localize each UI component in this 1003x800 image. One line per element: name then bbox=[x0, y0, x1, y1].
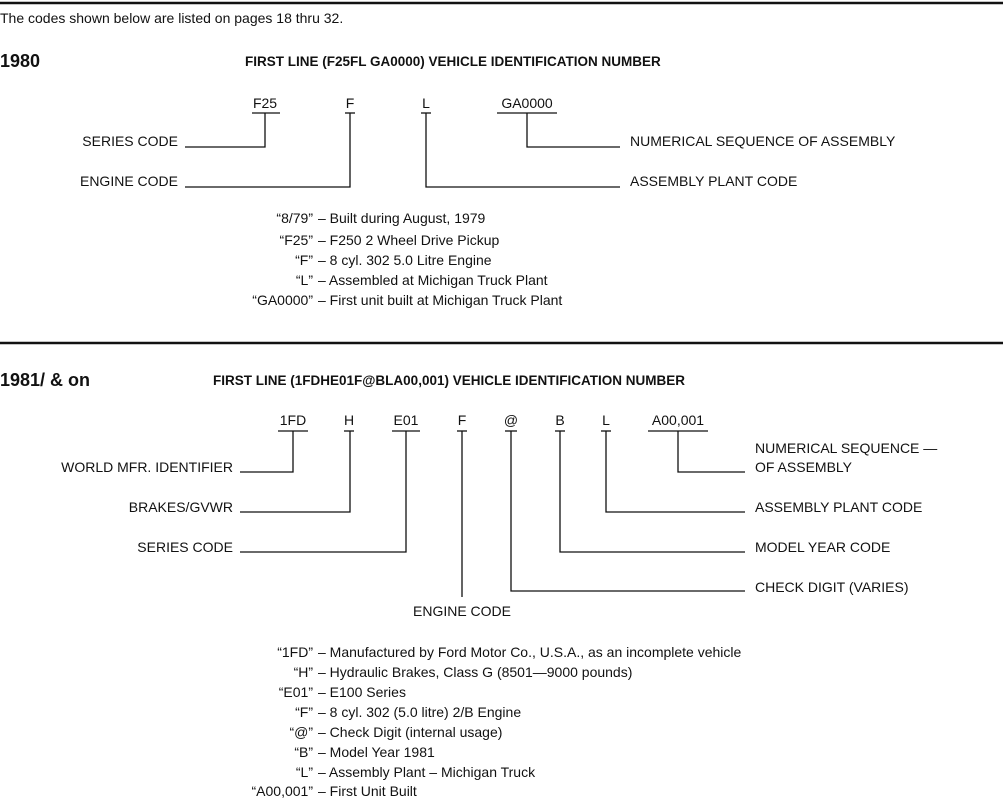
desc-code: “E01” bbox=[278, 684, 313, 700]
desc-text: – Assembled at Michigan Truck Plant bbox=[318, 272, 548, 288]
label-model-year: MODEL YEAR CODE bbox=[755, 539, 891, 555]
desc-text: – 8 cyl. 302 5.0 Litre Engine bbox=[318, 252, 492, 268]
label-engine-code: ENGINE CODE bbox=[412, 603, 512, 619]
label-numerical-sequence: NUMERICAL SEQUENCE — bbox=[755, 440, 938, 456]
desc-code: “@” bbox=[289, 724, 313, 740]
label-check-digit: CHECK DIGIT (VARIES) bbox=[755, 579, 909, 595]
code-engine: F bbox=[457, 412, 467, 428]
desc-text: – Hydraulic Brakes, Class G (8501—9000 p… bbox=[318, 664, 633, 680]
desc-text: – E100 Series bbox=[318, 684, 406, 700]
desc-text: – Built during August, 1979 bbox=[318, 210, 486, 226]
label-brakes-gvwr: BRAKES/GVWR bbox=[128, 499, 233, 515]
label-of-assembly: OF ASSEMBLY bbox=[755, 459, 852, 475]
connector-lines-1981 bbox=[240, 430, 745, 597]
desc-code: “A00,001” bbox=[251, 783, 313, 799]
code-plant: L bbox=[602, 412, 610, 428]
desc-text: – First unit built at Michigan Truck Pla… bbox=[318, 292, 563, 308]
intro-text: The codes shown below are listed on page… bbox=[0, 10, 344, 26]
desc-text: – First Unit Built bbox=[318, 783, 417, 799]
year-1980-heading: 1980 bbox=[0, 51, 41, 71]
desc-code: “F” bbox=[295, 704, 313, 720]
code-brakes: H bbox=[343, 412, 355, 428]
vin-title-1980: FIRST LINE (F25FL GA0000) VEHICLE IDENTI… bbox=[245, 54, 661, 69]
desc-text: – Assembly Plant – Michigan Truck bbox=[318, 764, 536, 780]
label-engine-code: ENGINE CODE bbox=[79, 173, 178, 189]
desc-code: “B” bbox=[294, 744, 313, 760]
code-engine: F bbox=[345, 95, 355, 111]
connector-lines-1980 bbox=[185, 112, 620, 188]
desc-code: “L” bbox=[295, 272, 313, 288]
desc-text: – Model Year 1981 bbox=[318, 744, 435, 760]
desc-code: “8/79” bbox=[276, 210, 313, 226]
code-check-digit: @ bbox=[503, 412, 519, 428]
vin-title-1981: FIRST LINE (1FDHE01F@BLA00,001) VEHICLE … bbox=[213, 373, 685, 388]
desc-text: – F250 2 Wheel Drive Pickup bbox=[318, 232, 500, 248]
desc-code: “GA0000” bbox=[252, 292, 313, 308]
desc-code: “F” bbox=[295, 252, 313, 268]
desc-code: “F25” bbox=[279, 232, 313, 248]
code-series: F25 bbox=[252, 95, 278, 111]
label-series-code: SERIES CODE bbox=[137, 539, 233, 555]
desc-text: – Manufactured by Ford Motor Co., U.S.A.… bbox=[318, 644, 742, 660]
desc-text: – Check Digit (internal usage) bbox=[318, 724, 503, 740]
code-model-year: B bbox=[555, 412, 565, 428]
label-series-code: SERIES CODE bbox=[82, 133, 178, 149]
code-sequence: GA0000 bbox=[501, 95, 553, 111]
label-world-mfr: WORLD MFR. IDENTIFIER bbox=[61, 459, 233, 475]
desc-text: – 8 cyl. 302 (5.0 litre) 2/B Engine bbox=[318, 704, 522, 720]
label-numerical-sequence: NUMERICAL SEQUENCE OF ASSEMBLY bbox=[630, 133, 896, 149]
code-series: E01 bbox=[393, 412, 419, 428]
desc-code: “L” bbox=[295, 764, 313, 780]
code-sequence: A00,001 bbox=[651, 412, 705, 428]
desc-code: “1FD” bbox=[277, 644, 313, 660]
label-assembly-plant: ASSEMBLY PLANT CODE bbox=[755, 499, 923, 515]
year-1981-heading: 1981/ & on bbox=[0, 370, 91, 390]
label-assembly-plant: ASSEMBLY PLANT CODE bbox=[630, 173, 798, 189]
desc-code: “H” bbox=[293, 664, 313, 680]
code-wmi: 1FD bbox=[279, 412, 307, 428]
code-plant: L bbox=[422, 95, 430, 111]
